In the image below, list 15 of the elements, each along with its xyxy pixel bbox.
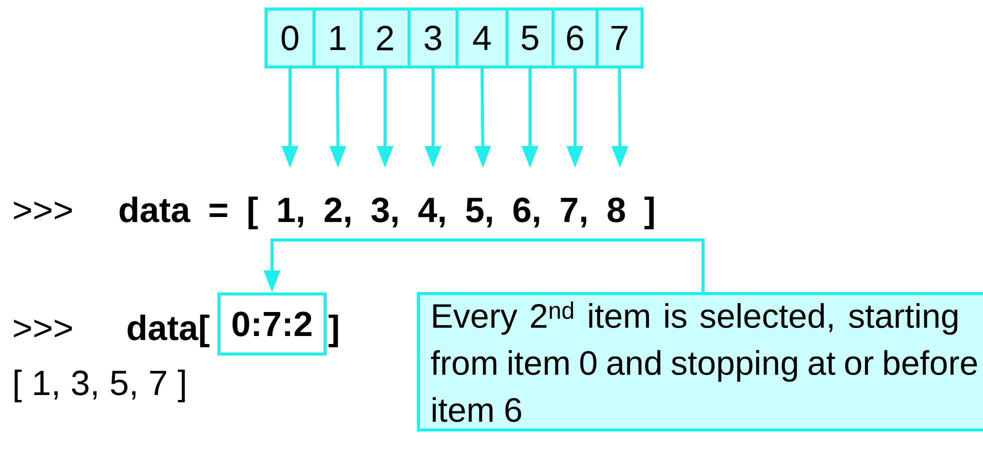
code-text: data = [ 1, 2, 3, 4, 5, 6, 7, 8 ] (120, 196, 654, 230)
index-box: 5 (506, 8, 554, 68)
prompt-text: >>> (14, 202, 72, 220)
index-box: 6 (552, 8, 598, 68)
index-box: 1 (312, 8, 362, 68)
highlight-box: 0:7:2 (218, 292, 326, 356)
index-box: 2 (360, 8, 410, 68)
prompt-text: >>> (14, 320, 72, 338)
index-box: 0 (264, 8, 316, 68)
callout-box: Every 2$^{nd}$ item is selected, starting from item 0 and stopping at or before item 6 (417, 292, 983, 432)
index-box: 4 (456, 8, 508, 68)
index-box: 7 (596, 8, 644, 68)
code-text: ] (328, 314, 338, 348)
index-box: 3 (408, 8, 458, 68)
output-text: [ 1, 3, 5, 7 ] (14, 370, 185, 402)
